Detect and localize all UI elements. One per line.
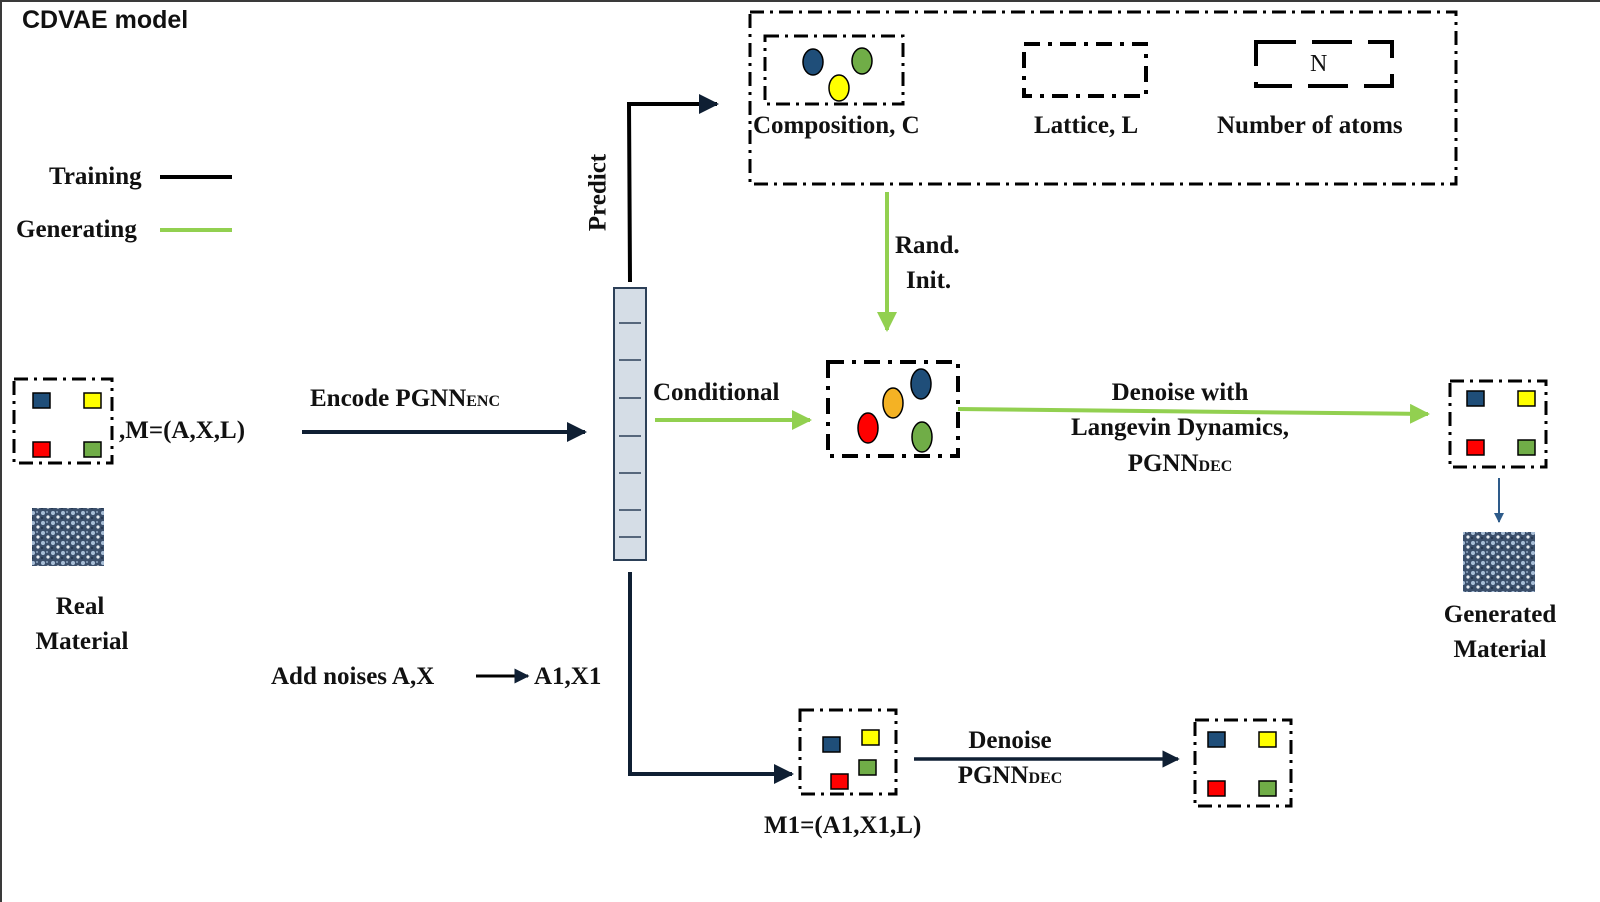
real-atom-green-icon [83, 441, 102, 458]
composition-atom-green-icon [851, 47, 873, 75]
noisy-atom-green-icon [858, 759, 877, 776]
real-atom-blue-icon [32, 392, 51, 409]
latent-vector [613, 287, 647, 561]
generated-material-box [1448, 379, 1548, 469]
legend-generating-label: Generating [16, 216, 137, 243]
init-atom-green-icon [911, 421, 933, 453]
noisy-atom-red-icon [830, 773, 849, 790]
conditional-label: Conditional [653, 379, 780, 406]
encode-label: Encode PGNNENC [310, 386, 500, 411]
random-init-box [826, 360, 960, 458]
denoise-label-line2-text: PGNN [957, 762, 1029, 789]
real-crystal-structure-icon [32, 508, 104, 566]
generated-atom-red-icon [1466, 439, 1485, 456]
real-material-box [12, 377, 114, 465]
composition-label: Composition, C [753, 112, 920, 139]
langevin-label-line2: Langevin Dynamics, [1070, 414, 1290, 441]
real-atom-red-icon [32, 441, 51, 458]
encode-label-subscript: ENC [466, 393, 501, 410]
generated-atom-blue-icon [1466, 390, 1485, 407]
denoised-atom-green-icon [1258, 780, 1277, 797]
init-atom-blue-icon [910, 368, 932, 400]
denoise-label-line2: PGNNDEC [930, 763, 1090, 788]
lattice-label: Lattice, L [1034, 112, 1139, 139]
langevin-label-line3-subscript: DEC [1198, 458, 1233, 475]
real-material-label-line1: Real [55, 593, 105, 620]
composition-atom-yellow-icon [828, 74, 850, 102]
noisy-atom-yellow-icon [861, 729, 880, 746]
diagram-title: CDVAE model [22, 6, 189, 34]
denoise-label-line2-subscript: DEC [1028, 770, 1063, 787]
init-atom-red-icon [857, 412, 879, 444]
predict-arrow [626, 94, 719, 283]
langevin-denoise-arrow [957, 403, 1430, 424]
generated-atom-yellow-icon [1517, 390, 1536, 407]
init-atom-orange-icon [882, 387, 904, 419]
real-material-equation: ,M=(A,X,L) [119, 417, 246, 444]
denoise-label-line1: Denoise [968, 727, 1052, 754]
generated-crystal-structure-icon [1463, 532, 1535, 592]
number-of-atoms-box [1254, 40, 1394, 88]
denoised-material-box [1193, 718, 1293, 808]
generated-material-label-line2: Material [1453, 636, 1547, 663]
denoised-atom-yellow-icon [1258, 731, 1277, 748]
real-material-label-line2: Material [35, 628, 129, 655]
n-symbol: N [1310, 51, 1328, 77]
add-noises-label: Add noises A,X [271, 663, 435, 690]
latent-vector-cells [619, 322, 641, 538]
add-noises-result-label: A1,X1 [534, 663, 602, 690]
encode-label-text: Encode PGNN [310, 385, 467, 412]
prediction-targets-box [748, 10, 1458, 186]
denoised-atom-red-icon [1207, 780, 1226, 797]
frame-top-border [0, 0, 1600, 2]
composition-atom-blue-icon [802, 48, 824, 76]
langevin-label-line1: Denoise with [1111, 379, 1249, 406]
langevin-label-line3-text: PGNN [1127, 450, 1199, 477]
generated-material-label-line1: Generated [1443, 601, 1557, 628]
noise-training-arrow [628, 572, 794, 784]
langevin-label-line3: PGNNDEC [1050, 451, 1310, 476]
legend-training-label: Training [49, 163, 142, 190]
rand-init-label-line2: Init. [906, 267, 952, 294]
real-atom-yellow-icon [83, 392, 102, 409]
noisy-material-equation: M1=(A1,X1,L) [764, 812, 922, 839]
noisy-material-box [798, 708, 898, 796]
denoised-atom-blue-icon [1207, 731, 1226, 748]
noisy-atom-blue-icon [822, 736, 841, 753]
rand-init-label-line1: Rand. [895, 232, 960, 259]
number-of-atoms-label: Number of atoms [1217, 112, 1403, 139]
lattice-box [1022, 42, 1148, 98]
predict-label: Predict [584, 153, 612, 232]
composition-box [763, 34, 905, 106]
generated-atom-green-icon [1517, 439, 1536, 456]
frame-left-border [0, 0, 2, 902]
